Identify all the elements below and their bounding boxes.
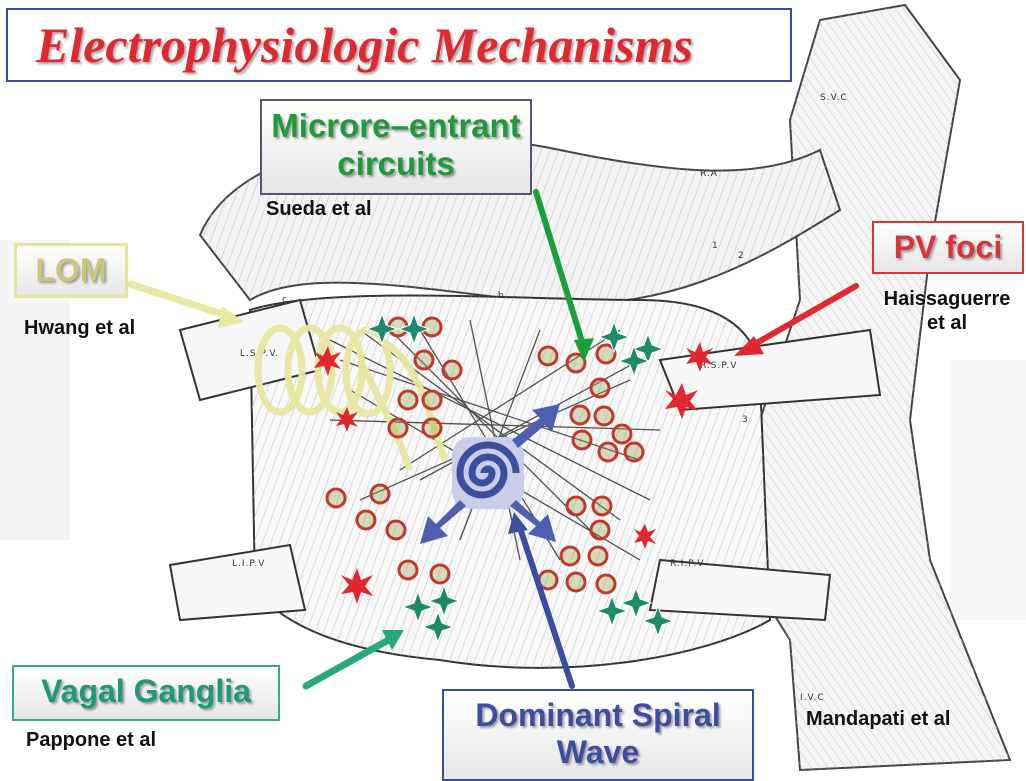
ripv-label: R.I.P.V (670, 559, 704, 569)
svc-label: S.V.C (820, 93, 848, 103)
pv-foci-callout: PV foci (872, 221, 1024, 274)
ra-label: R.A (700, 169, 718, 179)
num1-label: 1 (712, 241, 719, 251)
author-pappone: Pappone et al (26, 728, 156, 752)
ivc-label: I.V.C (800, 693, 825, 703)
author-hwang: Hwang et al (24, 316, 135, 340)
slide-title: Electrophysiologic Mechanisms (36, 16, 693, 74)
c-label: c (282, 295, 288, 305)
vagal-ganglia-callout: Vagal Ganglia (12, 665, 280, 721)
lom-callout: LOM (14, 243, 128, 298)
author-mandapati: Mandapati et al (806, 707, 950, 731)
dominant-spiral-icon (452, 437, 524, 509)
lipv-label: L.I.P.V (232, 559, 265, 569)
b-label: b (498, 291, 505, 301)
author-haissaguerre: Haissaguerre et al (872, 287, 1022, 335)
author-sueda: Sueda et al (266, 197, 372, 221)
microreentrant-callout: Microre–entrant circuits (260, 99, 532, 195)
title-box: Electrophysiologic Mechanisms (6, 8, 792, 82)
num3-label: 3 (742, 415, 749, 425)
dominant-spiral-callout: Dominant Spiral Wave (442, 689, 754, 781)
num2-label: 2 (738, 251, 745, 261)
